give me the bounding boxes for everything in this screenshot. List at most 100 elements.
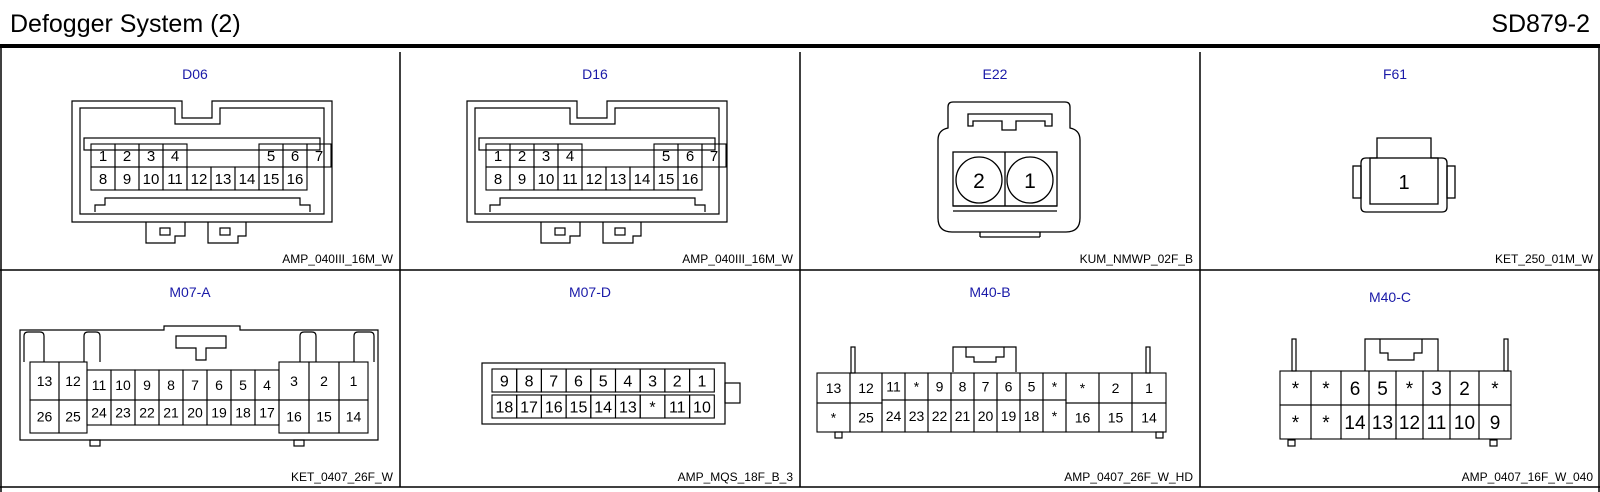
pin-number: 22: [139, 405, 155, 421]
pin-number: *: [831, 410, 837, 426]
pin-number: 14: [239, 171, 256, 188]
pin-number: 13: [1372, 413, 1393, 434]
pin-number: 13: [619, 399, 637, 416]
part-number-label: KET_250_01M_W: [1495, 252, 1594, 266]
pin-number: 26: [37, 409, 53, 425]
pin-number: 9: [500, 373, 509, 390]
pin-number: 8: [494, 171, 502, 188]
pin-number: 17: [259, 405, 275, 421]
connector-id-label: M07-A: [169, 284, 211, 300]
pin-number: 8: [167, 377, 175, 393]
connector-id-label: M40-B: [969, 284, 1010, 300]
pin-number: 6: [215, 377, 223, 393]
pin-number: 11: [92, 377, 107, 393]
pin-number: 22: [932, 408, 948, 424]
pin-number: 11: [562, 171, 578, 188]
pin-number: 7: [191, 377, 199, 393]
pin-number: 24: [91, 405, 107, 421]
connector-body-m07a: [19, 325, 379, 447]
pin-number: 3: [290, 373, 298, 389]
part-number-label: AMP_MQS_18F_B_3: [678, 470, 794, 484]
pin-cell: [1478, 404, 1512, 440]
pin-number: 1: [697, 373, 706, 390]
pin-number: 12: [586, 171, 603, 188]
pin-number: 2: [123, 148, 131, 165]
pin-number: 16: [545, 399, 563, 416]
pin-number: 6: [1005, 379, 1013, 395]
pin-number: 6: [291, 148, 299, 165]
pin-number: 9: [936, 379, 944, 395]
pin-number: 7: [315, 148, 323, 165]
pin-number: 14: [634, 171, 651, 188]
header-bar: Defogger System (2) SD879-2: [0, 0, 1600, 48]
pin-e22-1: 1: [1006, 156, 1054, 204]
pin-number: 21: [955, 408, 971, 424]
pin-number: 2: [1459, 379, 1470, 400]
part-number-label: KET_0407_26F_W: [291, 470, 394, 484]
pin-number: *: [914, 379, 920, 395]
pin-grid-m07a: 1326122511241023922821720619518417316215…: [29, 361, 369, 434]
pin-number: 12: [191, 171, 208, 188]
pin-number: 4: [263, 377, 271, 393]
pin-number: 1: [99, 148, 107, 165]
pin-number: *: [649, 399, 655, 416]
pin-number: 3: [542, 148, 550, 165]
part-number-label: AMP_040III_16M_W: [682, 252, 793, 266]
pin-number: 1: [1024, 170, 1036, 193]
pin-number: 15: [658, 171, 675, 188]
pin-cell: [677, 166, 703, 191]
pin-number: 25: [858, 410, 874, 426]
pin-number: *: [1491, 379, 1499, 400]
pin-number: 12: [858, 380, 874, 396]
pin-number: 19: [211, 405, 227, 421]
part-number-label: KUM_NMWP_02F_B: [1080, 252, 1193, 266]
pin-number: 2: [1112, 380, 1120, 396]
pin-number: *: [1322, 413, 1330, 434]
pin-number: 5: [239, 377, 247, 393]
pin-number: 15: [570, 399, 588, 416]
pin-number: 6: [574, 373, 583, 390]
page-code: SD879-2: [1491, 10, 1590, 38]
pin-number: 12: [65, 373, 81, 389]
pin-number: 3: [147, 148, 155, 165]
pin-number: 21: [163, 405, 179, 421]
pin-number: 11: [167, 171, 183, 188]
pin-number: 14: [346, 409, 362, 425]
pin-cell: [1131, 402, 1167, 433]
pin-number: 5: [1028, 379, 1036, 395]
connector-id-label: E22: [983, 66, 1008, 82]
pin-number: 11: [669, 399, 686, 416]
pin-number: 14: [1141, 410, 1157, 426]
pin-number: 10: [538, 171, 555, 188]
pin-number: 23: [909, 408, 925, 424]
pin-number: 15: [1108, 410, 1124, 426]
pin-number: 4: [171, 148, 179, 165]
pin-number: 11: [1427, 413, 1447, 434]
pin-cell: [338, 399, 369, 434]
pin-cell: [689, 368, 715, 393]
pin-cell: [282, 166, 308, 191]
pin-number: 20: [978, 408, 994, 424]
pin-number: 18: [1024, 408, 1040, 424]
pin-number: 7: [549, 373, 558, 390]
pin-number: 20: [187, 405, 203, 421]
pin-number: 13: [826, 380, 842, 396]
pin-number: 9: [518, 171, 526, 188]
connector-id-label: M07-D: [569, 284, 611, 300]
pin-number: 7: [710, 148, 718, 165]
pin-number: 16: [1075, 410, 1091, 426]
pin-number: 1: [350, 373, 358, 389]
pin-number: 14: [1344, 413, 1366, 434]
pin-number: 5: [599, 373, 608, 390]
pin-number: 6: [686, 148, 694, 165]
pin-number: *: [1292, 379, 1300, 400]
pin-number: 15: [263, 171, 280, 188]
pin-number: 12: [1399, 413, 1420, 434]
pin-number: 5: [267, 148, 275, 165]
pin-number: 9: [143, 377, 151, 393]
